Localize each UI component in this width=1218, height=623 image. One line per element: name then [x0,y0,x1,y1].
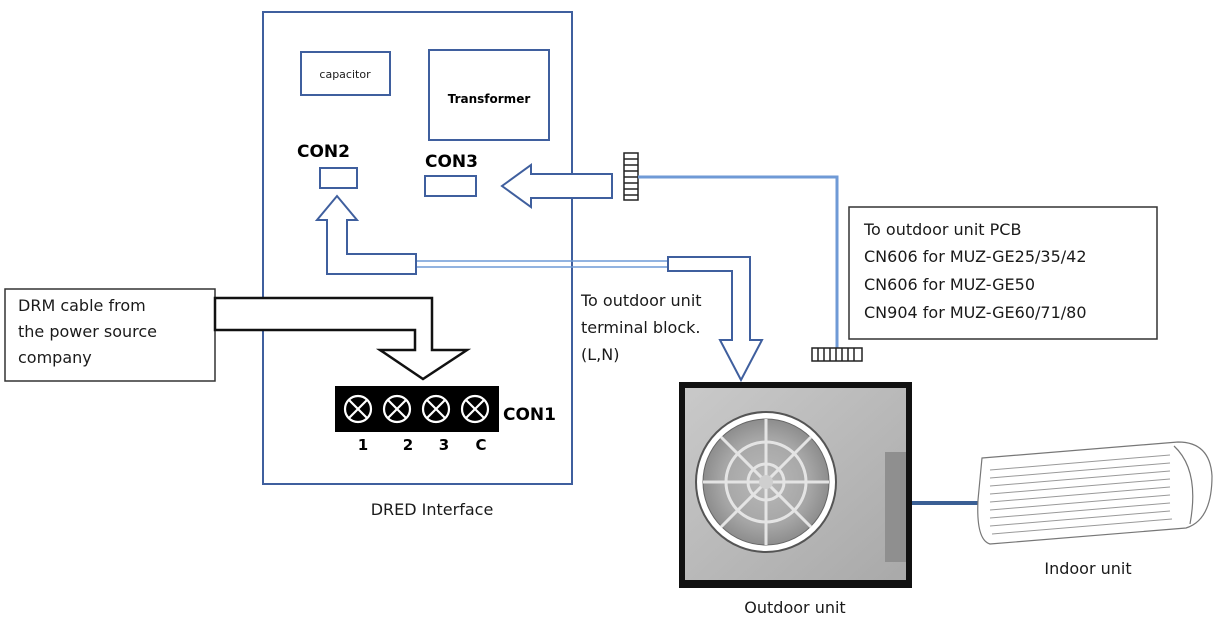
capacitor-box [300,51,391,96]
outdoor-terminal-arrow [667,256,764,383]
con2-label: CON2 [297,142,350,162]
dred-interface-box [262,11,573,485]
capacitor-label: capacitor [319,68,371,81]
pcb-note-line-3: CN606 for MUZ-GE50 [864,275,1035,294]
power-wire [416,260,668,268]
con3-arrow [500,163,613,209]
terminal-note-line-3: (L,N) [581,345,619,364]
con1-label: CON1 [503,405,556,425]
terminal-note-line-1: To outdoor unit [580,291,702,310]
transformer-label: Transformer [448,92,531,106]
pcb-note-line-1: To outdoor unit PCB [863,220,1021,239]
terminal-1-label: 1 [358,436,368,454]
terminal-note-line-2: terminal block. [581,318,700,337]
terminal-3-label: 3 [439,436,449,454]
drm-note-line-2: the power source [18,322,157,341]
pcb-note-line-2: CN606 for MUZ-GE25/35/42 [864,247,1087,266]
pcb-connector-top-icon [623,152,639,201]
transformer-box [428,49,550,141]
outdoor-unit-caption: Outdoor unit [744,598,845,617]
con3-connector [424,175,477,197]
drm-note-box [4,288,216,382]
dred-interface-caption: DRED Interface [371,500,494,519]
con2-connector [319,167,358,189]
pcb-note-line-4: CN904 for MUZ-GE60/71/80 [864,303,1087,322]
indoor-unit-illustration [977,441,1213,545]
pcb-note-box [848,206,1158,340]
drm-note-line-1: DRM cable from [18,296,146,315]
drm-cable-arrow [213,296,472,381]
pcb-connector-bottom-icon [811,347,863,362]
con2-arrow [314,194,417,275]
con3-label: CON3 [425,152,478,172]
outdoor-unit-illustration [679,382,912,588]
pcb-wire [638,175,839,348]
con1-terminal-block [335,386,499,432]
terminal-c-label: C [475,436,486,454]
terminal-2-label: 2 [403,436,413,454]
indoor-unit-caption: Indoor unit [1044,559,1131,578]
drm-note-line-3: company [18,348,92,367]
